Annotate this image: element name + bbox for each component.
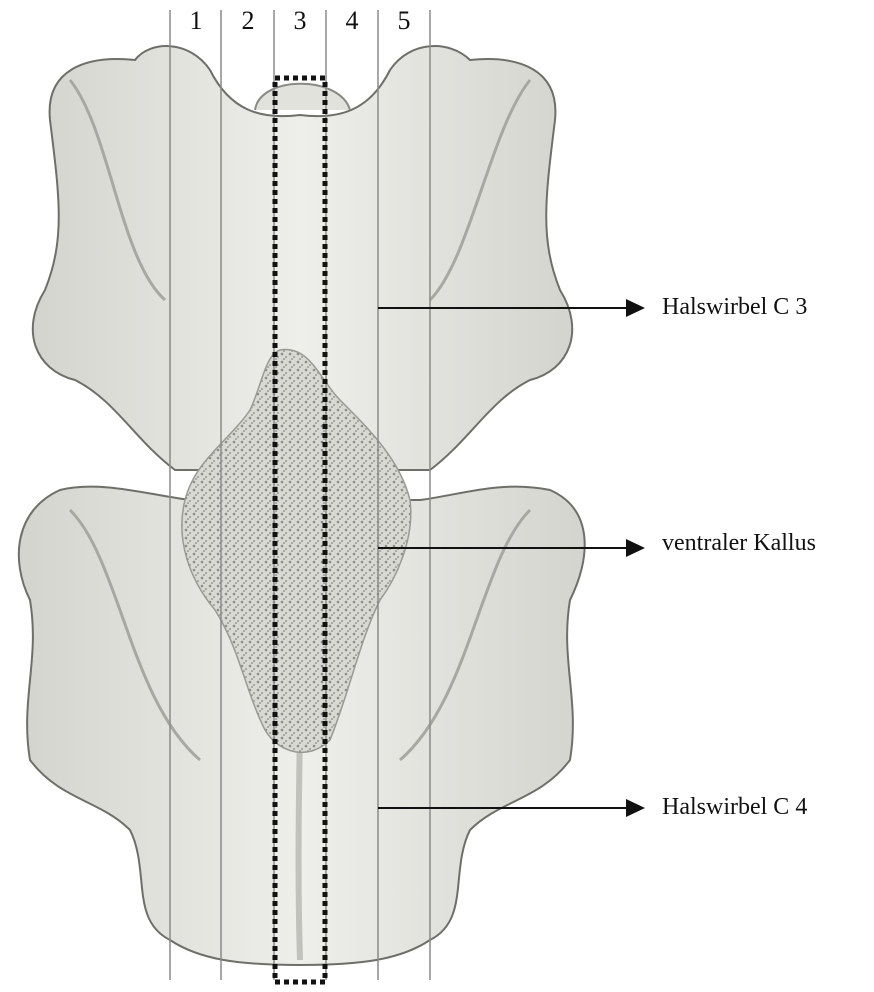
- column-number-3: 3: [285, 6, 315, 36]
- arrow-callus-head: [626, 539, 645, 557]
- label-halswirbel-c3: Halswirbel C 3: [662, 294, 807, 321]
- column-number-5: 5: [389, 6, 419, 36]
- vertebra-c3-head: [255, 84, 350, 110]
- label-ventraler-kallus: ventraler Kallus: [662, 530, 816, 557]
- label-halswirbel-c4: Halswirbel C 4: [662, 794, 807, 821]
- arrow-c4-head: [626, 799, 645, 817]
- arrow-c3-head: [626, 299, 645, 317]
- column-number-1: 1: [181, 6, 211, 36]
- column-number-2: 2: [233, 6, 263, 36]
- column-number-4: 4: [337, 6, 367, 36]
